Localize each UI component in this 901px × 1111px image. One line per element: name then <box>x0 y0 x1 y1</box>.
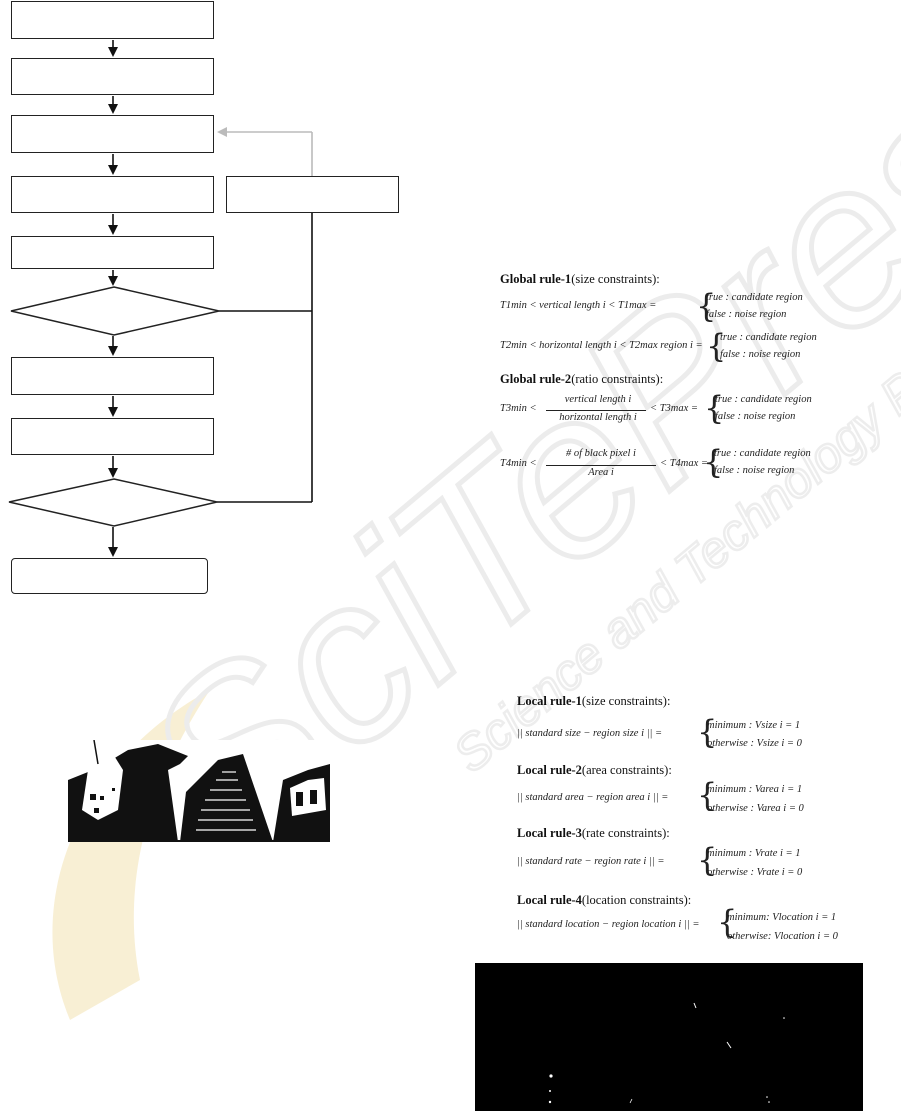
brace: { <box>697 776 718 814</box>
flow-box-1 <box>11 1 214 39</box>
local-rule-case-other: otherwise : Varea i = 0 <box>707 803 804 814</box>
local-rule-2: Local rule-2(area constraints): || stand… <box>517 763 867 825</box>
local-rule-head: Local rule-1 <box>517 694 582 708</box>
brace: { <box>696 287 717 325</box>
binary-image-figure <box>68 740 330 842</box>
global-rule-1-eq2-false: false : noise region <box>720 349 801 360</box>
global-rule-2-eq1-false: false : noise region <box>715 411 796 422</box>
global-rule-1-paren: (size constraints): <box>571 272 660 286</box>
global-rule-2-eq1-numerator: vertical length i <box>564 394 632 405</box>
brace: { <box>706 327 727 365</box>
local-rule-lhs: || standard rate − region rate i || = <box>517 856 665 867</box>
local-rule-paren: (size constraints): <box>581 694 671 708</box>
global-rule-1-head: Global rule-1 <box>500 272 572 286</box>
global-rule-2-eq2-lhs-left: T4min < <box>500 458 537 469</box>
local-rule-lhs: || standard location − region location i… <box>517 919 700 930</box>
local-rule-case-min: minimum: Vlocation i = 1 <box>727 912 837 923</box>
brace: { <box>717 903 738 941</box>
decision-diamond-1 <box>10 286 220 336</box>
local-rule-head: Local rule-2 <box>517 763 582 777</box>
brace: { <box>697 713 718 751</box>
global-rule-2-eq2-false: false : noise region <box>714 465 795 476</box>
flow-box-4 <box>11 176 214 213</box>
global-rule-1-eq2-true: true : candidate region <box>720 332 817 343</box>
local-rule-paren: (location constraints): <box>581 893 692 907</box>
detected-region-image <box>475 963 863 1111</box>
global-rule-1-eq1-true: true : candidate region <box>706 292 803 303</box>
local-rule-case-other: otherwise : Vsize i = 0 <box>707 738 802 749</box>
flow-box-2 <box>11 58 214 95</box>
brace: { <box>704 389 725 427</box>
brace: { <box>697 841 718 879</box>
global-rule-2-eq1: T3min < vertical length i horizontal len… <box>500 392 850 428</box>
local-rule-case-min: minimum : Vrate i = 1 <box>707 848 801 859</box>
flowchart-connectors <box>8 40 313 557</box>
local-rule-lhs: || standard area − region area i || = <box>517 792 669 803</box>
local-rule-paren: (rate constraints): <box>581 826 670 840</box>
global-rule-2-eq2-lhs-right: < T4max = <box>660 458 709 469</box>
local-rule-1: Local rule-1(size constraints): || stand… <box>517 694 867 756</box>
global-rule-2-eq1-true: true : candidate region <box>715 394 812 405</box>
global-rule-2-eq1-denominator: horizontal length i <box>559 412 637 423</box>
global-rule-2-eq2-denominator: Area i <box>588 467 614 478</box>
global-rule-2-eq2-numerator: # of black pixel i <box>566 448 636 459</box>
flow-box-end <box>11 558 208 594</box>
local-rule-head: Local rule-4 <box>517 893 582 907</box>
global-rule-2-head: Global rule-2 <box>500 372 572 386</box>
global-rule-2-eq2-true: true : candidate region <box>714 448 811 459</box>
global-rule-1-eq2-lhs: T2min < horizontal length i < T2max regi… <box>500 340 703 351</box>
local-rule-case-min: minimum : Vsize i = 1 <box>707 720 801 731</box>
local-rule-paren: (area constraints): <box>581 763 672 777</box>
local-rule-3: Local rule-3(rate constraints): || stand… <box>517 826 867 888</box>
global-rule-1-eq2: T2min < horizontal length i < T2max regi… <box>500 327 840 365</box>
global-rule-1-eq1-false: false : noise region <box>706 309 787 320</box>
flow-box-side <box>226 176 399 213</box>
global-rule-1-eq1: T1min < vertical length i < T1max = { tr… <box>500 287 840 325</box>
local-rule-case-min: minimum : Varea i = 1 <box>707 784 803 795</box>
local-rule-head: Local rule-3 <box>517 826 582 840</box>
global-rule-2-title: Global rule-2(ratio constraints): <box>500 372 663 387</box>
global-rule-2-paren: (ratio constraints): <box>571 372 664 386</box>
global-rule-1-title: Global rule-1(size constraints): <box>500 272 660 287</box>
brace: { <box>703 443 724 481</box>
local-rule-case-other: otherwise : Vrate i = 0 <box>707 867 803 878</box>
global-rule-2-eq1-lhs-right: < T3max = <box>650 403 699 414</box>
flow-box-6 <box>11 357 214 395</box>
flow-box-5 <box>11 236 214 269</box>
local-rule-lhs: || standard size − region size i || = <box>517 728 663 739</box>
local-rule-case-other: otherwise: Vlocation i = 0 <box>727 931 838 942</box>
global-rule-2-eq1-lhs-left: T3min < <box>500 403 537 414</box>
global-rule-2-eq2: T4min < # of black pixel i Area i < T4ma… <box>500 446 850 482</box>
watermark-swoosh <box>52 690 210 1020</box>
global-rule-1-eq1-lhs: T1min < vertical length i < T1max = <box>500 300 657 311</box>
flow-box-3 <box>11 115 214 153</box>
decision-diamond-2 <box>8 478 218 527</box>
local-rule-4: Local rule-4(location constraints): || s… <box>517 893 877 955</box>
flow-box-7 <box>11 418 214 455</box>
